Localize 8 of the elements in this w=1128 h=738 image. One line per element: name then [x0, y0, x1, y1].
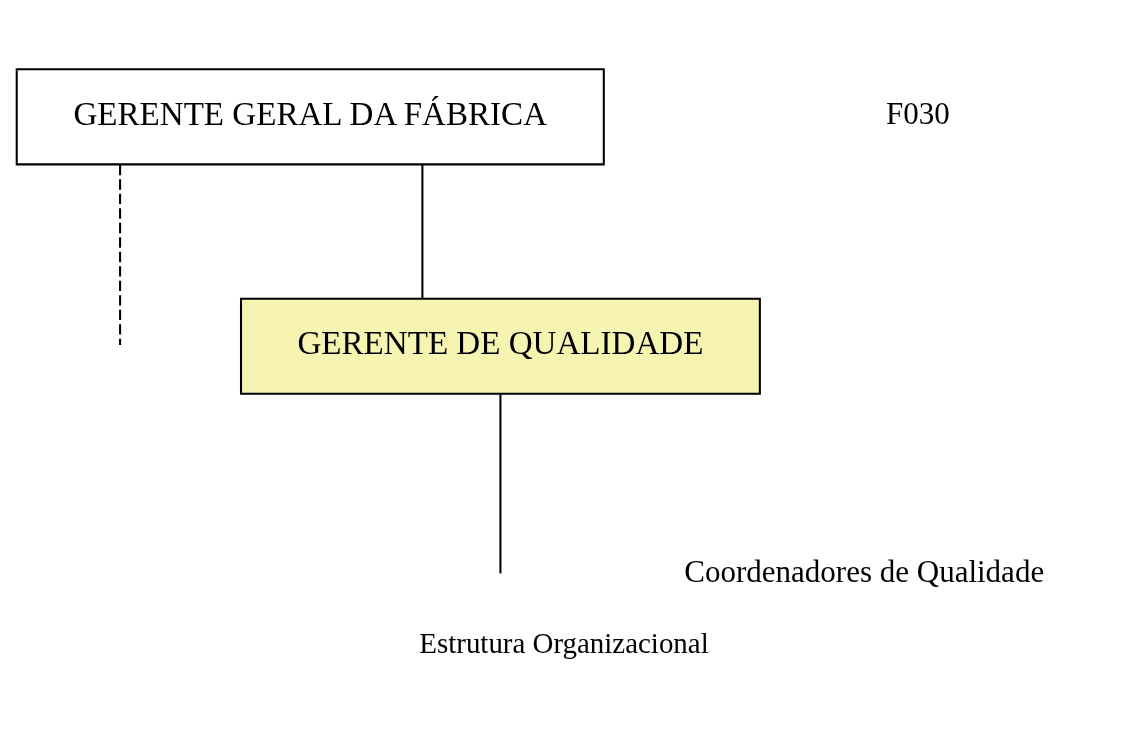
caption: Estrutura Organizacional	[419, 626, 709, 659]
connector	[499, 394, 502, 574]
label: Coordenadores de Qualidade	[684, 553, 1045, 589]
connector	[421, 164, 424, 299]
label: F030	[886, 96, 950, 132]
node-box: GERENTE GERAL DA FÁBRICA	[15, 68, 605, 166]
node-box: GERENTE DE QUALIDADE	[239, 297, 761, 395]
connector	[119, 164, 122, 345]
